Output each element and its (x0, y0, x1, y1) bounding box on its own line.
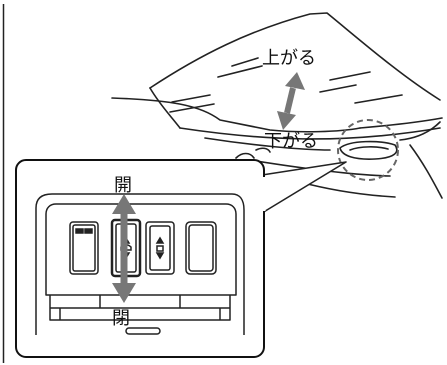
raise-lower-arrow (277, 72, 305, 130)
roof-panel (111, 12, 443, 199)
left-switch (69, 221, 99, 275)
highlight-circle (337, 119, 399, 181)
inset-callout-box: 開 閉 (15, 159, 266, 358)
right-switch (145, 221, 175, 275)
open-label: 開 (114, 175, 132, 196)
open-close-arrow (112, 194, 136, 303)
lower-label: 下がる (264, 131, 318, 152)
blank-switch (185, 221, 217, 275)
raise-label: 上がる (262, 48, 316, 69)
close-label: 閉 (112, 308, 130, 329)
callout-leader (261, 161, 347, 214)
